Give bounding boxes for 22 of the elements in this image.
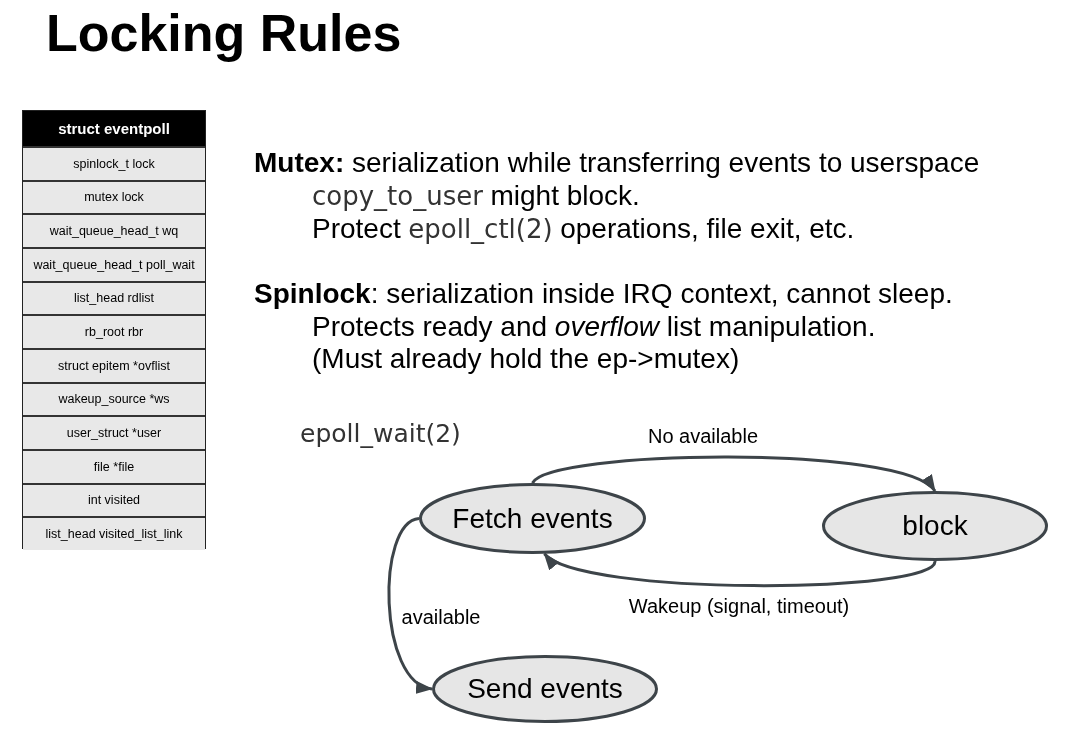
state-label: Fetch events <box>452 502 613 535</box>
body-text: Protects ready and overflow list manipulation. <box>312 310 876 343</box>
state-ellipse <box>419 483 646 554</box>
body-text: might block. <box>490 179 640 212</box>
body-text: Protect <box>312 212 401 245</box>
state-ellipse <box>432 655 658 723</box>
body-text: Mutex: serialization while transferring events to userspace <box>254 146 980 179</box>
code-text: epoll_ctl(2) <box>408 213 553 246</box>
arrow <box>531 455 936 493</box>
body-text: operations, file exit, etc. <box>560 212 855 245</box>
state-ellipse <box>822 491 1048 561</box>
section-heading: epoll_wait(2) <box>300 418 461 450</box>
struct-table <box>22 110 206 549</box>
body-text: (Must already hold the ep->mutex) <box>312 342 740 375</box>
state-label: Send events <box>467 673 623 705</box>
body-text: Spinlock: serialization inside IRQ context, cannot sleep. <box>254 277 953 310</box>
arrow <box>387 517 433 691</box>
struct-header: struct eventpoll <box>23 111 205 146</box>
state-label: block <box>902 510 968 542</box>
struct-field: list_head visited_list_link <box>23 516 205 550</box>
arrow <box>543 552 937 588</box>
code-text: copy_to_user <box>312 180 483 213</box>
